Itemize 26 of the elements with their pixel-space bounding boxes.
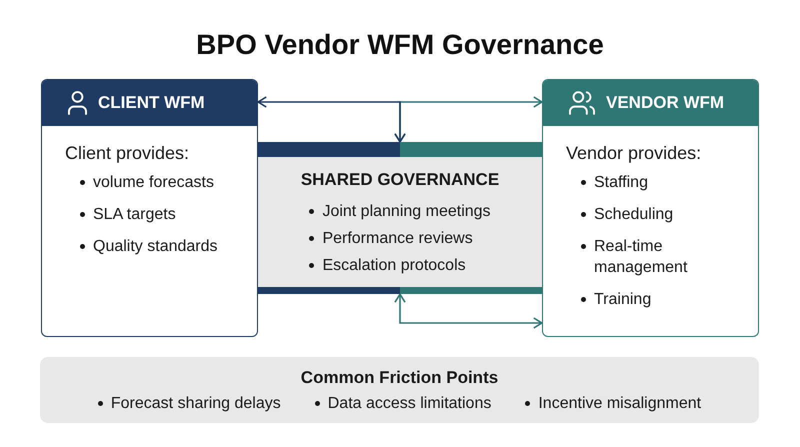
card-heading: CLIENT WFM	[98, 92, 205, 114]
intro-text: Client provides:	[65, 142, 190, 165]
list-item-text: Quality standards	[93, 237, 218, 257]
card-heading: VENDOR WFM	[606, 92, 724, 114]
list-item-text: volume forecasts	[93, 173, 214, 193]
header-card	[41, 79, 258, 337]
list-item-text: Forecast sharing delays	[110, 394, 281, 414]
panel-heading: Common Friction Points	[300, 367, 498, 389]
list-item-text: Scheduling	[594, 205, 674, 225]
list-item-text: Real-time management	[594, 237, 688, 278]
banded-panel	[258, 142, 542, 294]
list-item-text: Escalation protocols	[322, 256, 466, 276]
intro-text: Vendor provides:	[566, 142, 702, 165]
header-card	[542, 79, 759, 337]
list-item-text: Performance reviews	[322, 229, 473, 249]
list-item-text: Incentive misalignment	[538, 394, 702, 414]
diagram-title: BPO Vendor WFM Governance	[195, 28, 605, 62]
panel-heading: SHARED GOVERNANCE	[300, 169, 500, 191]
list-item-text: SLA targets	[93, 205, 176, 225]
note-panel	[40, 357, 759, 423]
list-item-text: Data access limitations	[328, 394, 492, 414]
list-item-text: Training	[594, 290, 652, 310]
connector-arrow	[394, 293, 543, 329]
connector-arrow	[257, 96, 406, 143]
list-item-text: Joint planning meetings	[322, 202, 491, 222]
list-item-text: Staffing	[594, 173, 648, 193]
